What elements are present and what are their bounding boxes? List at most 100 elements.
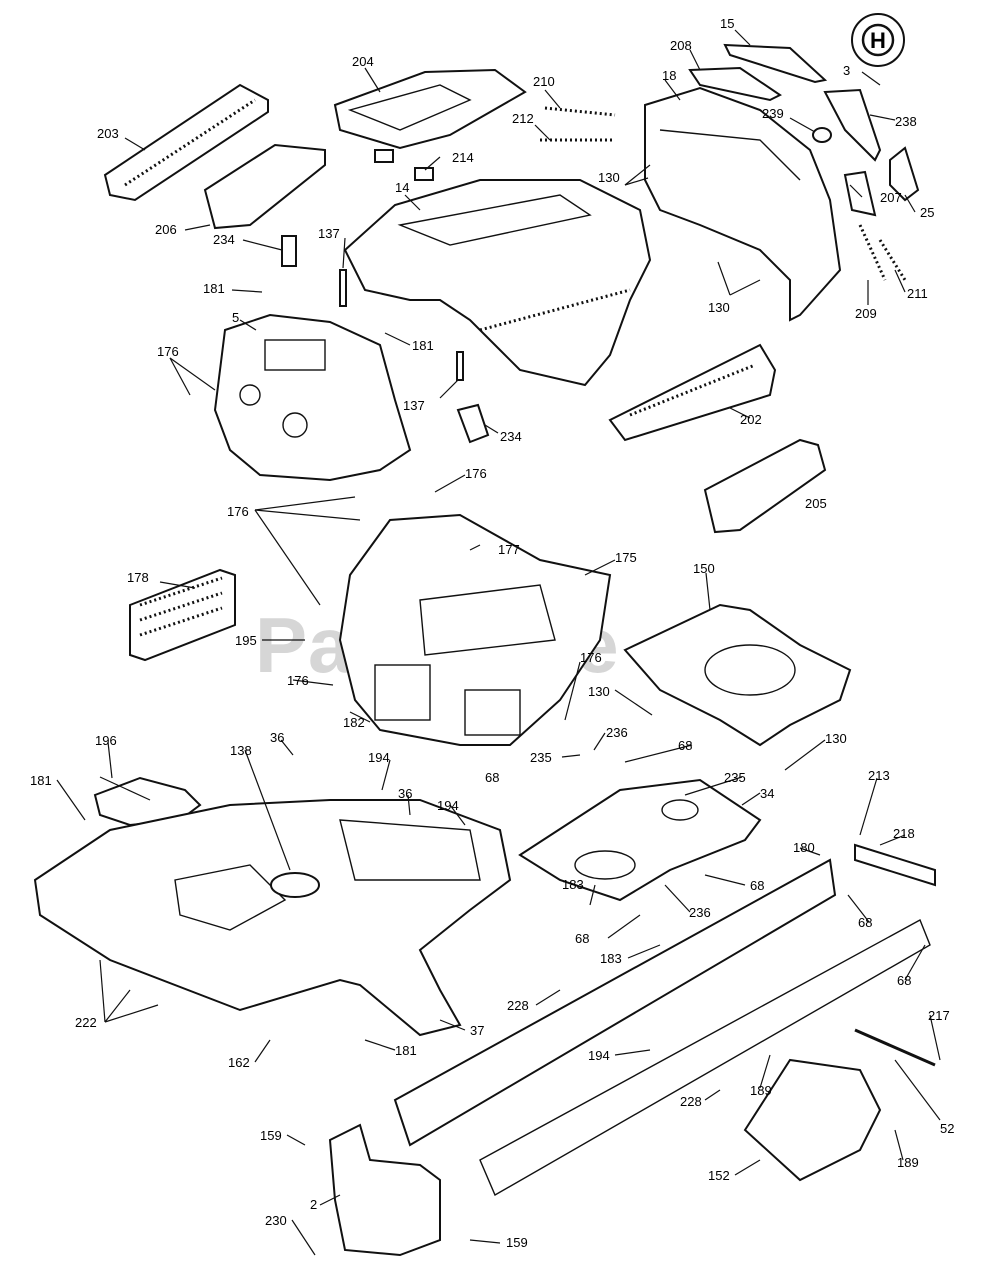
callout-130: 130 <box>598 170 620 185</box>
callout-181-d: 181 <box>395 1043 417 1058</box>
callout-209: 209 <box>855 306 877 321</box>
callout-202: 202 <box>740 412 762 427</box>
brand-logo: H <box>851 13 905 67</box>
part-239-emblem[interactable] <box>812 127 832 143</box>
callout-196: 196 <box>95 733 117 748</box>
part-137-pin-2[interactable] <box>456 351 464 381</box>
callout-130-c: 130 <box>588 684 610 699</box>
callout-180: 180 <box>793 840 815 855</box>
callout-194: 194 <box>368 750 390 765</box>
callout-182: 182 <box>343 715 365 730</box>
part-14-hood[interactable] <box>343 179 652 387</box>
callout-228: 228 <box>507 998 529 1013</box>
part-180-frame-rail[interactable] <box>393 858 837 1147</box>
callout-177: 177 <box>498 542 520 557</box>
callout-235: 235 <box>530 750 552 765</box>
callout-234-b: 234 <box>500 429 522 444</box>
part-18-fender-side[interactable] <box>644 86 842 322</box>
callout-2: 2 <box>310 1197 317 1212</box>
part-34-plate[interactable] <box>518 778 762 902</box>
callout-25: 25 <box>920 205 934 220</box>
callout-130-d: 130 <box>825 731 847 746</box>
callout-68-e: 68 <box>858 915 872 930</box>
callout-189-b: 189 <box>897 1155 919 1170</box>
callout-150: 150 <box>693 561 715 576</box>
part-137-pin[interactable] <box>339 269 347 307</box>
callout-194-b: 194 <box>437 798 459 813</box>
part-178-decal[interactable] <box>129 568 236 662</box>
callout-217: 217 <box>928 1008 950 1023</box>
callout-222: 222 <box>75 1015 97 1030</box>
callout-236-b: 236 <box>689 905 711 920</box>
callout-137-b: 137 <box>403 398 425 413</box>
callout-194-c: 194 <box>588 1048 610 1063</box>
callout-239: 239 <box>762 106 784 121</box>
part-214-clip[interactable] <box>374 149 394 163</box>
part-234-label-2[interactable] <box>456 403 490 444</box>
part-204-hood-insert[interactable] <box>333 68 527 150</box>
callout-152: 152 <box>708 1168 730 1183</box>
callout-137: 137 <box>318 226 340 241</box>
part-208-trim[interactable] <box>688 66 782 102</box>
part-207-bracket[interactable] <box>843 170 877 217</box>
part-25-cover[interactable] <box>889 146 920 202</box>
part-15-trim[interactable] <box>723 43 828 84</box>
part-150-plate[interactable] <box>623 603 852 747</box>
part-238-panel[interactable] <box>823 88 882 162</box>
callout-210: 210 <box>533 74 555 89</box>
callout-208: 208 <box>670 38 692 53</box>
part-182-dash-frame[interactable] <box>338 513 612 746</box>
callout-138: 138 <box>230 743 252 758</box>
part-5-dash-panel[interactable] <box>213 313 412 482</box>
callout-205: 205 <box>805 496 827 511</box>
part-202-grille-bar[interactable] <box>608 343 777 442</box>
callout-214: 214 <box>452 150 474 165</box>
callout-176-c: 176 <box>227 504 249 519</box>
part-138-cup[interactable] <box>270 872 320 898</box>
part-37-body[interactable] <box>33 799 512 1037</box>
callout-234: 234 <box>213 232 235 247</box>
part-217-rod[interactable] <box>854 1028 936 1067</box>
callout-14: 14 <box>395 180 409 195</box>
callout-176-b: 176 <box>465 466 487 481</box>
callout-238: 238 <box>895 114 917 129</box>
callout-176-e: 176 <box>287 673 309 688</box>
part-214-clip-2[interactable] <box>414 167 434 181</box>
callout-36: 36 <box>270 730 284 745</box>
callout-218: 218 <box>893 826 915 841</box>
callout-3: 3 <box>843 63 850 78</box>
part-210-strip[interactable] <box>544 106 616 117</box>
callout-176-d: 176 <box>580 650 602 665</box>
callout-162: 162 <box>228 1055 250 1070</box>
part-203-grille[interactable] <box>103 83 269 202</box>
callout-labels: 15 208 3 204 18 210 203 212 239 238 214 … <box>30 16 954 1250</box>
callout-68-b: 68 <box>485 770 499 785</box>
callout-36-b: 36 <box>398 786 412 801</box>
callout-68: 68 <box>678 738 692 753</box>
callout-15: 15 <box>720 16 734 31</box>
callout-211: 211 <box>907 286 928 301</box>
callout-37: 37 <box>470 1023 484 1038</box>
callout-183-b: 183 <box>600 951 622 966</box>
part-152-guard[interactable] <box>743 1058 882 1182</box>
callout-195: 195 <box>235 633 257 648</box>
callout-181: 181 <box>203 281 225 296</box>
callout-183: 183 <box>562 877 584 892</box>
callout-189: 189 <box>750 1083 772 1098</box>
callout-213: 213 <box>868 768 890 783</box>
callout-204: 204 <box>352 54 374 69</box>
part-2-bracket[interactable] <box>328 1123 441 1257</box>
callout-159-b: 159 <box>506 1235 528 1250</box>
part-234-label[interactable] <box>281 235 297 267</box>
callout-235-b: 235 <box>724 770 746 785</box>
callout-130-b: 130 <box>708 300 730 315</box>
part-218-bar[interactable] <box>854 843 936 887</box>
callout-230: 230 <box>265 1213 287 1228</box>
callout-68-d: 68 <box>575 931 589 946</box>
callout-181-b: 181 <box>412 338 434 353</box>
part-209-strip[interactable] <box>858 224 887 281</box>
part-205-cover[interactable] <box>703 438 827 534</box>
part-206-bracket[interactable] <box>203 143 326 230</box>
callout-178: 178 <box>127 570 149 585</box>
part-211-strip[interactable] <box>878 239 907 281</box>
